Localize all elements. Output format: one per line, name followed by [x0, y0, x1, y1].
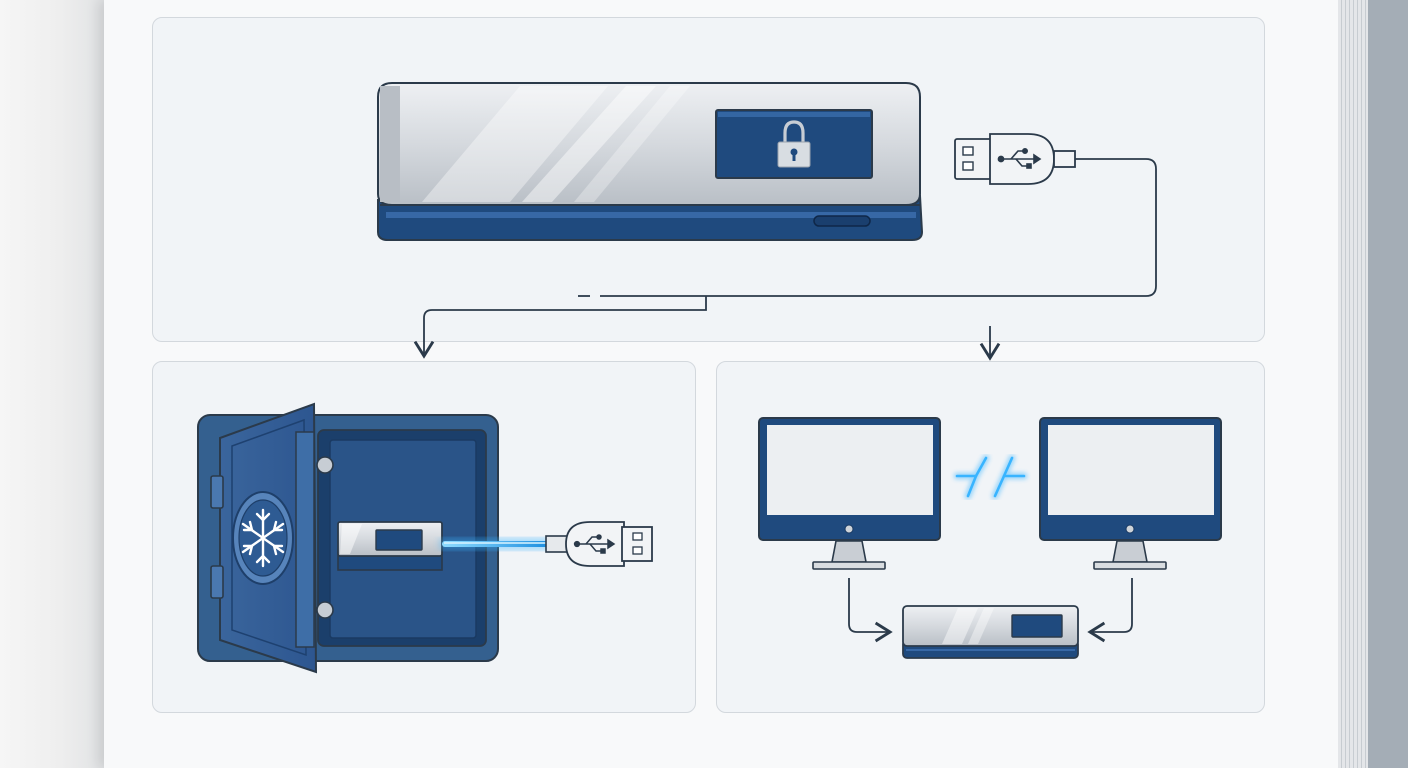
- encrypted-drive-icon: [377, 82, 924, 241]
- usb-plug-icon: [954, 133, 1076, 185]
- usb-stick-icon: [337, 521, 443, 571]
- page-shadow: [0, 0, 110, 768]
- padlock-icon: [777, 120, 811, 168]
- computer-monitor-icon: [758, 417, 941, 570]
- portable-drive-icon: [902, 605, 1079, 659]
- computer-monitor-icon: [1039, 417, 1222, 570]
- snowflake-icon: [232, 491, 294, 585]
- disconnect-icon: [953, 454, 1028, 500]
- connector-arrow-icon: [413, 158, 1157, 361]
- page-edges: [1338, 0, 1370, 768]
- arrow-icon: [848, 578, 1133, 643]
- usb-cable-icon: [440, 521, 653, 567]
- backdrop: [1368, 0, 1408, 768]
